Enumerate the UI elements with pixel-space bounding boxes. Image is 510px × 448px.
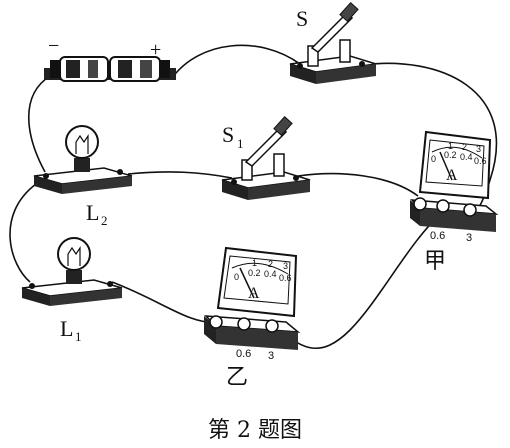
ammeter-yi-base-side — [216, 326, 298, 350]
wire-l2-to-s1 — [127, 171, 233, 179]
wire-l2-to-l1 — [9, 183, 37, 283]
ammeter-jia-scale-1: 0.2 — [444, 150, 457, 160]
ammeter-yi-terminal-neg — [209, 315, 223, 329]
switch-s1-post-right — [273, 153, 285, 177]
lamp-l1-bulb — [57, 237, 91, 271]
ammeter-yi-scale-3: 0.6 — [279, 273, 292, 283]
ammeter-jia-needle — [439, 151, 453, 181]
lamp-l1-socket — [66, 270, 82, 284]
lamp-l1: L 1 — [21, 237, 123, 344]
ammeter-yi-upper-2: 2 — [268, 259, 273, 269]
switch-s-handle — [339, 2, 359, 22]
lamp-l2-label-sub: 2 — [101, 213, 108, 228]
ammeter-yi-needle — [239, 267, 255, 299]
lamp-l2-screw-right — [117, 169, 123, 175]
switch-s1-label-sub: 1 — [237, 136, 244, 151]
ammeter-yi-label: 乙 — [226, 364, 248, 389]
battery-cell-1-band-b — [88, 60, 98, 78]
wire-ammeter-yi-to-ammeter-jia — [271, 211, 444, 349]
ammeter-yi-unit: A — [248, 285, 260, 302]
switch-s1-label: S — [222, 122, 234, 147]
battery-cell-1-band — [66, 60, 80, 78]
ammeter-jia-terminal-3-label: 3 — [466, 232, 472, 244]
switch-s-post-right — [339, 39, 351, 63]
lamp-l1-screw-right — [107, 281, 113, 287]
ammeter-jia-terminal-mid-label: 0.6 — [430, 230, 445, 242]
wire-battery-to-switch-s — [171, 44, 301, 79]
lamp-l2-base-side — [62, 176, 132, 194]
ammeter-jia-upper-3: 3 — [476, 144, 481, 154]
switch-s1-screw-left — [231, 179, 237, 185]
battery-clip-left — [50, 60, 60, 78]
ammeter-jia-terminal-mid — [436, 199, 450, 213]
lamp-l2-label: L — [86, 200, 99, 225]
ammeter-yi: 0 0.2 0.4 0.6 1 2 3 A 0.6 3 乙 — [204, 246, 301, 389]
switch-s1: S 1 — [221, 116, 311, 200]
switch-s-screw-left — [297, 63, 303, 69]
ammeter-yi-terminal-mid-label: 0.6 — [236, 348, 251, 360]
ammeter-jia-label: 甲 — [424, 248, 446, 273]
ammeter-jia-base-side — [420, 208, 496, 232]
ammeter-yi-arc — [231, 262, 289, 275]
ammeter-jia-terminal-neg — [413, 197, 427, 211]
battery-clip-right — [160, 60, 170, 78]
switch-s1-screw-right — [293, 175, 299, 181]
switch-s: S — [289, 2, 377, 84]
switch-s-base-front — [290, 64, 316, 84]
ammeter-yi-upper-3: 3 — [283, 261, 288, 271]
wire-s1-to-ammeter-jia — [297, 172, 419, 197]
wire-l1-to-ammeter-yi — [111, 281, 217, 323]
battery: − + — [44, 35, 176, 82]
lamp-l2-base-front — [34, 176, 62, 194]
ammeter-jia: 0 0.2 0.4 0.6 1 2 3 A 0.6 3 甲 — [410, 130, 499, 273]
switch-s1-handle — [273, 116, 293, 136]
battery-minus-label: − — [48, 35, 59, 57]
switch-s-label: S — [296, 6, 308, 31]
switch-s1-base-side — [248, 180, 310, 200]
ammeter-yi-scale-0: 0 — [234, 272, 239, 282]
ammeter-jia-scale-0: 0 — [431, 154, 436, 164]
ammeter-yi-terminal-mid — [237, 317, 251, 331]
ammeter-jia-terminal-3 — [463, 203, 477, 217]
ammeter-yi-upper-1: 1 — [252, 258, 257, 268]
battery-plus-label: + — [150, 39, 161, 61]
lamp-l1-base-front — [22, 288, 50, 306]
figure-caption: 第 2 题图 — [208, 418, 302, 443]
lamp-l1-label-sub: 1 — [75, 329, 82, 344]
switch-s-blade — [310, 13, 354, 53]
switch-s-base-side — [316, 64, 376, 84]
ammeter-yi-terminal-3 — [265, 319, 279, 333]
lamp-l1-base-side — [50, 288, 122, 306]
ammeter-yi-scale-2: 0.4 — [264, 269, 277, 279]
lamp-l2-filament — [75, 134, 89, 154]
switch-s-screw-right — [359, 61, 365, 67]
ammeter-jia-upper-1: 1 — [448, 141, 453, 151]
ammeter-yi-terminal-3-label: 3 — [268, 350, 274, 362]
lamp-l2-screw-left — [43, 173, 49, 179]
lamp-l2: L 2 — [33, 125, 133, 228]
battery-cell-2-band-b — [140, 60, 152, 78]
switch-s1-blade — [244, 127, 288, 167]
ammeter-jia-arc — [431, 146, 483, 159]
lamp-l1-label: L — [60, 316, 73, 341]
switch-s1-base-front — [222, 180, 248, 200]
ammeter-jia-scale-3: 0.6 — [474, 156, 487, 166]
ammeter-jia-upper-2: 2 — [462, 142, 467, 152]
ammeter-yi-scale-1: 0.2 — [248, 268, 261, 278]
lamp-l1-filament — [67, 246, 81, 266]
lamp-l2-socket — [74, 158, 90, 172]
battery-cell-2-band — [118, 60, 132, 78]
lamp-l2-bulb — [65, 125, 99, 159]
ammeter-jia-scale-2: 0.4 — [460, 152, 473, 162]
wire-battery-to-l2 — [28, 75, 51, 173]
ammeter-jia-unit: A — [446, 167, 458, 184]
lamp-l1-screw-left — [29, 283, 35, 289]
ammeter-yi-base-front — [204, 316, 216, 344]
